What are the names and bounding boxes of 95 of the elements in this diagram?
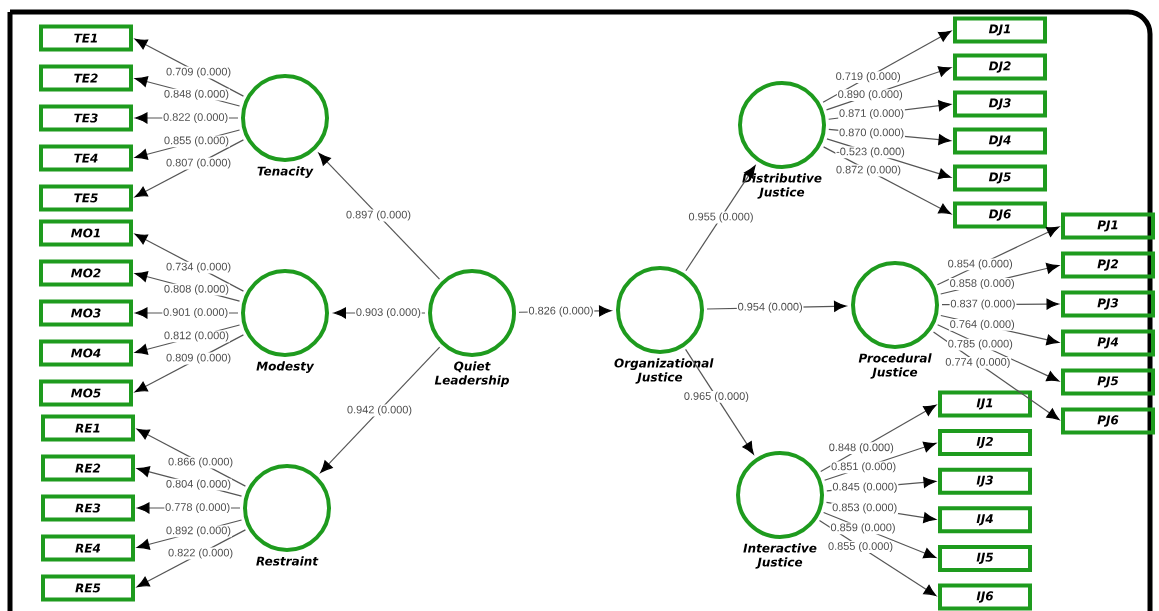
node-label: Interactive Justice [743, 543, 817, 569]
indicator-box: RE3 [41, 494, 135, 522]
indicator-box: PJ4 [1061, 329, 1155, 357]
indicator-box: DJ4 [953, 127, 1047, 155]
edge-label: 0.809 (0.000) [165, 352, 232, 365]
edge-label: 0.812 (0.000) [163, 330, 230, 343]
edge-label: 0.859 (0.000) [829, 522, 897, 535]
indicator-box: DJ2 [953, 53, 1047, 81]
arrow [320, 346, 441, 473]
indicator-box: IJ4 [938, 506, 1032, 534]
indicator-box: PJ1 [1061, 212, 1155, 240]
indicator-box: IJ5 [938, 544, 1032, 572]
edge-label: 0.901 (0.000) [162, 307, 229, 319]
node-label: Distributive Justice [742, 173, 822, 199]
arrow [136, 428, 246, 487]
indicator-box: IJ6 [938, 583, 1032, 611]
node-label: Procedural Justice [858, 353, 932, 379]
indicator-box: RE4 [41, 534, 135, 562]
indicator-box: MO4 [39, 339, 133, 367]
edge-label: 0.855 (0.000) [827, 541, 894, 553]
arrow [134, 334, 244, 393]
edge-label: 0.822 (0.000) [167, 547, 234, 560]
edge-label: 0.826 (0.000) [527, 305, 595, 318]
edge-label: 0.890 (0.000) [836, 89, 904, 101]
edge-label: 0.903 (0.000) [355, 307, 422, 319]
edge-label: 0.778 (0.000) [164, 502, 231, 514]
node-label: Organizational Justice [614, 358, 714, 384]
indicator-box: TE3 [39, 104, 133, 132]
edge-label: 0.870 (0.000) [838, 127, 905, 140]
edge-label: 0.942 (0.000) [346, 404, 413, 417]
indicator-box: PJ3 [1061, 290, 1155, 318]
edge-label: 0.774 (0.000) [944, 357, 1012, 369]
arrow [685, 165, 756, 272]
indicator-box: DJ3 [953, 90, 1047, 118]
edge-label: 0.955 (0.000) [687, 211, 755, 224]
indicator-box: RE1 [41, 414, 135, 442]
edge-label: 0.866 (0.000) [167, 456, 234, 469]
edge-label: 0.804 (0.000) [165, 478, 232, 491]
edge-label: 0.764 (0.000) [948, 319, 1016, 331]
arrow [685, 348, 754, 455]
edge-label: 0.848 (0.000) [827, 442, 895, 455]
edge-label: 0.854 (0.000) [946, 258, 1014, 271]
arrow [134, 139, 244, 198]
indicator-box: TE1 [39, 24, 133, 52]
indicator-box: MO1 [39, 219, 133, 247]
arrow [134, 233, 244, 292]
node-label: Tenacity [257, 166, 314, 178]
node-label: Modesty [256, 361, 315, 373]
edge-label: 0.853 (0.000) [831, 502, 899, 515]
edge-label: -0.523 (0.000) [835, 146, 906, 159]
edge-label: 0.965 (0.000) [683, 391, 750, 403]
edge-label: 0.808 (0.000) [163, 283, 230, 296]
indicator-box: TE4 [39, 144, 133, 172]
indicator-box: TE2 [39, 64, 133, 92]
indicator-box: RE5 [41, 574, 135, 602]
edge-label: 0.734 (0.000) [165, 261, 232, 274]
edge-label: 0.709 (0.000) [165, 66, 232, 79]
indicator-box: DJ1 [953, 16, 1047, 44]
edge-label: 0.807 (0.000) [165, 157, 232, 170]
arrow [136, 529, 246, 588]
indicator-box: TE5 [39, 184, 133, 212]
edge-label: 0.851 (0.000) [830, 461, 897, 474]
arrow [318, 152, 441, 280]
node-label: Quiet Leadership [434, 361, 509, 387]
indicator-box: RE2 [41, 454, 135, 482]
indicator-box: PJ5 [1061, 368, 1155, 396]
arrow [936, 226, 1060, 286]
indicator-box: DJ6 [953, 201, 1047, 229]
indicator-box: IJ2 [938, 429, 1032, 457]
indicator-box: DJ5 [953, 164, 1047, 192]
indicator-box: PJ6 [1061, 407, 1155, 435]
edge-label: 0.719 (0.000) [834, 71, 902, 83]
edge-label: 0.954 (0.000) [736, 301, 804, 314]
indicator-box: MO3 [39, 299, 133, 327]
edge-label: 0.855 (0.000) [163, 135, 230, 148]
arrow [937, 324, 1060, 382]
edge-label: 0.892 (0.000) [165, 525, 232, 538]
indicator-box: PJ2 [1061, 251, 1155, 279]
arrow [932, 331, 1060, 421]
edge-label: 0.785 (0.000) [947, 338, 1014, 351]
edge-label: 0.872 (0.000) [835, 164, 902, 177]
arrow [822, 30, 952, 103]
indicator-box: MO2 [39, 259, 133, 287]
edge-label: 0.858 (0.000) [948, 278, 1016, 290]
node-label: Restraint [256, 556, 319, 566]
edge-label: 0.871 (0.000) [838, 108, 905, 120]
indicator-box: IJ3 [938, 467, 1032, 495]
edge-label: 0.897 (0.000) [345, 209, 412, 222]
edge-label: 0.848 (0.000) [163, 88, 230, 101]
edge-label: 0.822 (0.000) [162, 112, 229, 124]
edge-label: 0.845 (0.000) [831, 481, 899, 494]
indicator-box: IJ1 [938, 390, 1032, 418]
arrow [134, 38, 244, 97]
indicator-box: MO5 [39, 379, 133, 407]
edge-label: 0.837 (0.000) [949, 298, 1017, 311]
